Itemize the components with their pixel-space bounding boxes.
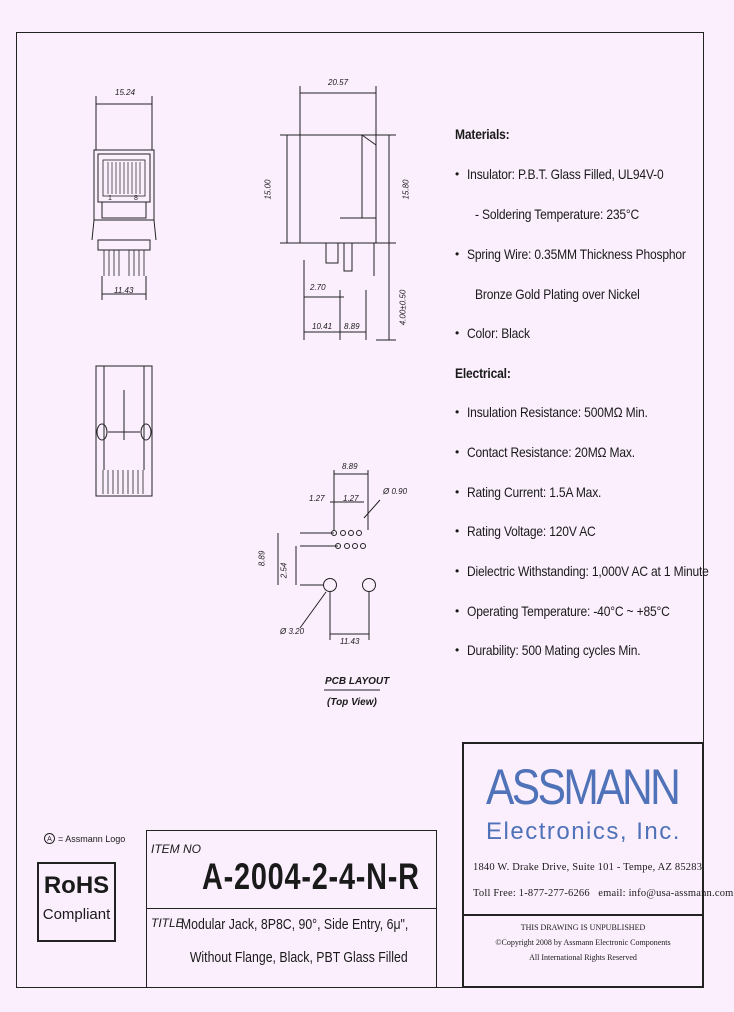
company-subname: Electronics, Inc. xyxy=(486,818,681,845)
dim-pin-length: 4.00±0.50 xyxy=(398,289,408,326)
bullet: • xyxy=(455,524,460,538)
bullet: • xyxy=(455,326,460,340)
dim-height: 15.00 xyxy=(263,179,273,200)
spec-soldering-temp: - Soldering Temperature: 235°C xyxy=(475,206,640,222)
legal-unpublished: THIS DRAWING IS UNPUBLISHED xyxy=(520,923,646,932)
dim-height-right: 15.80 xyxy=(401,179,411,200)
company-block xyxy=(462,742,704,988)
dim-pcb-127-a: 1.27 xyxy=(309,494,325,503)
title-line-2: Without Flange, Black, PBT Glass Filled xyxy=(190,949,408,966)
dim-pcb-889-side: 8.89 xyxy=(257,550,267,567)
rohs-badge: RoHS Compliant xyxy=(37,862,116,942)
pcb-layout-subtitle: (Top View) xyxy=(327,697,377,708)
dim-width-bottom: 11.43 xyxy=(114,286,134,295)
bullet: • xyxy=(455,564,460,578)
company-block-divider xyxy=(462,914,704,916)
company-address: 1840 W. Drake Drive, Suite 101 - Tempe, … xyxy=(473,862,703,873)
dim-d1: 10.41 xyxy=(312,322,333,331)
pin-number-1: 1 xyxy=(108,195,112,202)
bullet: • xyxy=(455,405,460,419)
spec-rating-current: Rating Current: 1.5A Max. xyxy=(467,484,602,500)
bullet: • xyxy=(455,247,460,261)
rohs-subtitle: Compliant xyxy=(42,906,111,923)
legal-rights: All International Rights Reserved xyxy=(529,953,637,962)
front-view xyxy=(91,96,157,300)
part-number: A-2004-2-4-N-R xyxy=(202,856,420,897)
spec-durability: Durability: 500 Mating cycles Min. xyxy=(467,642,641,658)
assmann-logo-icon: A xyxy=(44,833,55,844)
dim-offset: 2.70 xyxy=(310,283,326,292)
legal-copyright: ©Copyright 2008 by Assmann Electronic Co… xyxy=(495,938,671,947)
dim-pcb-hole: Ø 0.90 xyxy=(383,487,408,496)
company-name: ASSMANN xyxy=(486,759,681,815)
pcb-layout xyxy=(277,470,381,691)
spec-operating-temp: Operating Temperature: -40°C ~ +85°C xyxy=(467,603,670,619)
dim-pcb-889-top: 8.89 xyxy=(342,462,358,471)
item-no-label: ITEM NO xyxy=(151,842,201,856)
spec-plating: Bronze Gold Plating over Nickel xyxy=(475,286,640,302)
company-contact: Toll Free: 1-877-277-6266 email: info@us… xyxy=(473,888,734,899)
title-block xyxy=(146,830,437,988)
pcb-layout-title: PCB LAYOUT xyxy=(325,676,390,687)
dim-width-top: 15.24 xyxy=(115,88,136,97)
dim-pcb-1143: 11.43 xyxy=(340,637,360,646)
spec-insulator: Insulator: P.B.T. Glass Filled, UL94V-0 xyxy=(467,166,664,182)
spec-contact-resistance: Contact Resistance: 20MΩ Max. xyxy=(467,444,635,460)
bottom-view xyxy=(95,365,153,497)
dim-side-width: 20.57 xyxy=(328,78,349,87)
dim-pcb-254: 2.54 xyxy=(279,562,289,579)
spec-color: Color: Black xyxy=(467,325,530,341)
spec-dielectric: Dielectric Withstanding: 1,000V AC at 1 … xyxy=(467,563,709,579)
title-line-1: Modular Jack, 8P8C, 90°, Side Entry, 6μ"… xyxy=(180,916,408,933)
spec-rating-voltage: Rating Voltage: 120V AC xyxy=(467,523,596,539)
electrical-heading: Electrical: xyxy=(455,365,511,381)
bullet: • xyxy=(455,445,460,459)
logo-legend: = Assmann Logo xyxy=(58,834,126,844)
dim-d2: 8.89 xyxy=(344,322,360,331)
title-label: TITLE xyxy=(151,916,184,930)
dim-pcb-320: Ø 3.20 xyxy=(280,627,305,636)
side-view xyxy=(280,86,396,341)
bullet: • xyxy=(455,167,460,181)
materials-heading: Materials: xyxy=(455,126,510,142)
title-block-divider xyxy=(146,908,437,909)
pin-number-8: 8 xyxy=(134,195,138,202)
dim-pcb-127-b: 1.27 xyxy=(343,494,359,503)
bullet: • xyxy=(455,485,460,499)
spec-spring-wire: Spring Wire: 0.35MM Thickness Phosphor xyxy=(467,246,686,262)
bullet: • xyxy=(455,643,460,657)
rohs-title: RoHS xyxy=(43,872,110,899)
bullet: • xyxy=(455,604,460,618)
spec-insulation-resistance: Insulation Resistance: 500MΩ Min. xyxy=(467,404,648,420)
